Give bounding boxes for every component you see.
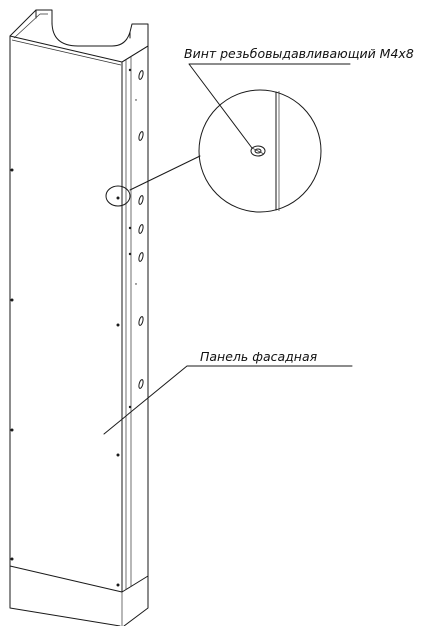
detail-view — [198, 89, 322, 213]
bottom-plinth — [9, 565, 149, 626]
screw-leader-line — [188, 63, 351, 149]
screw-dots-left — [10, 168, 120, 587]
top-cap — [9, 9, 149, 63]
detail-marker-circle — [105, 185, 131, 207]
side-holes — [128, 68, 144, 409]
panel-callout-label: Панель фасадная — [200, 349, 318, 364]
facade-panel — [9, 35, 149, 593]
screw-callout-label: Винт резьбовыдавливающий М4х8 — [184, 46, 414, 61]
detail-leader-line — [129, 155, 201, 191]
panel-leader-line — [103, 365, 353, 435]
